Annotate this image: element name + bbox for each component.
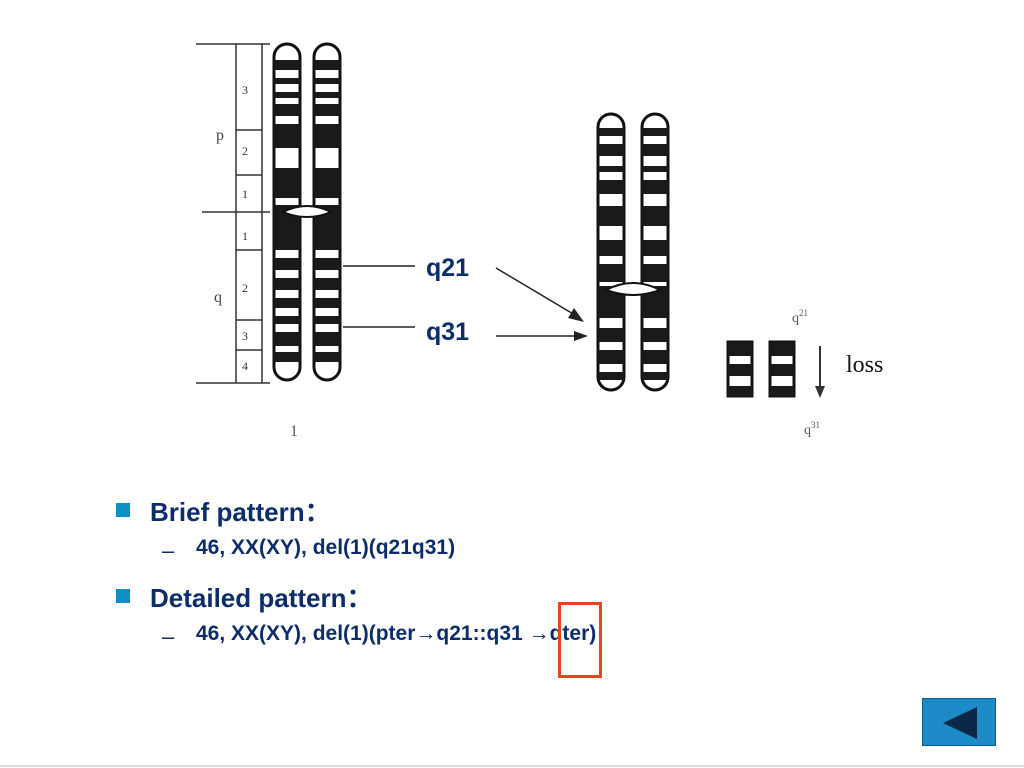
- arrowhead: [568, 308, 584, 322]
- arm-p-label: p: [216, 127, 224, 144]
- loss-arrow: [815, 346, 825, 398]
- q-letter: q: [804, 423, 811, 438]
- band-superscript: 21: [799, 308, 808, 318]
- bullet-title: Brief pattern：: [150, 497, 331, 527]
- normal-chromosome: [272, 42, 342, 382]
- q-letter: q: [792, 311, 799, 326]
- pointer-lines: [343, 265, 581, 337]
- region-number: 1: [242, 229, 248, 243]
- deleted-chromosome: [596, 112, 670, 392]
- region-number: 3: [242, 83, 248, 97]
- square-bullet-icon: [116, 503, 130, 517]
- chromosome-number-label: 1: [290, 423, 298, 440]
- bullet-title: Detailed pattern：: [150, 583, 373, 613]
- band-q31-label: q31: [426, 318, 469, 346]
- region-number: 2: [242, 144, 248, 158]
- breakpoint-highlight-box: [558, 602, 602, 678]
- triangle-left-icon: [943, 707, 977, 739]
- back-button[interactable]: [922, 698, 996, 746]
- loss-label: loss: [846, 352, 883, 378]
- lost-segment: [726, 340, 796, 398]
- ideogram-scale: [196, 43, 270, 384]
- sub-bullet-detailed-notation: – 46, XX(XY), del(1)(pter→q21::q31 →qter…: [110, 616, 910, 662]
- notation-text: 46, XX(XY), del(1)(pter→q21::q31 →qter): [196, 622, 597, 645]
- dash-bullet-icon: –: [162, 538, 175, 563]
- small-q21-label: q21: [792, 308, 808, 326]
- chromosome-deletion-diagram: p q 3 2 1 1 2 3 4 1: [196, 42, 883, 440]
- bullet-detailed-pattern: Detailed pattern：: [110, 576, 910, 616]
- small-q31-label: q31: [804, 420, 820, 438]
- dash-bullet-icon: –: [162, 624, 175, 649]
- notation-text: 46, XX(XY), del(1)(q21q31): [196, 536, 456, 559]
- footer-divider: [0, 765, 1024, 767]
- arrowhead: [574, 331, 588, 341]
- karyotype-notation-list: Brief pattern： – 46, XX(XY), del(1)(q21q…: [110, 490, 910, 662]
- square-bullet-icon: [116, 589, 130, 603]
- region-number: 2: [242, 281, 248, 295]
- band-q21-label: q21: [426, 254, 469, 282]
- region-number: 3: [242, 329, 248, 343]
- bullet-brief-pattern: Brief pattern：: [110, 490, 910, 530]
- band-superscript: 31: [811, 420, 820, 430]
- sub-bullet-brief-notation: – 46, XX(XY), del(1)(q21q31): [110, 530, 910, 576]
- region-number: 4: [242, 359, 248, 373]
- region-number: 1: [242, 187, 248, 201]
- arm-q-label: q: [214, 289, 222, 306]
